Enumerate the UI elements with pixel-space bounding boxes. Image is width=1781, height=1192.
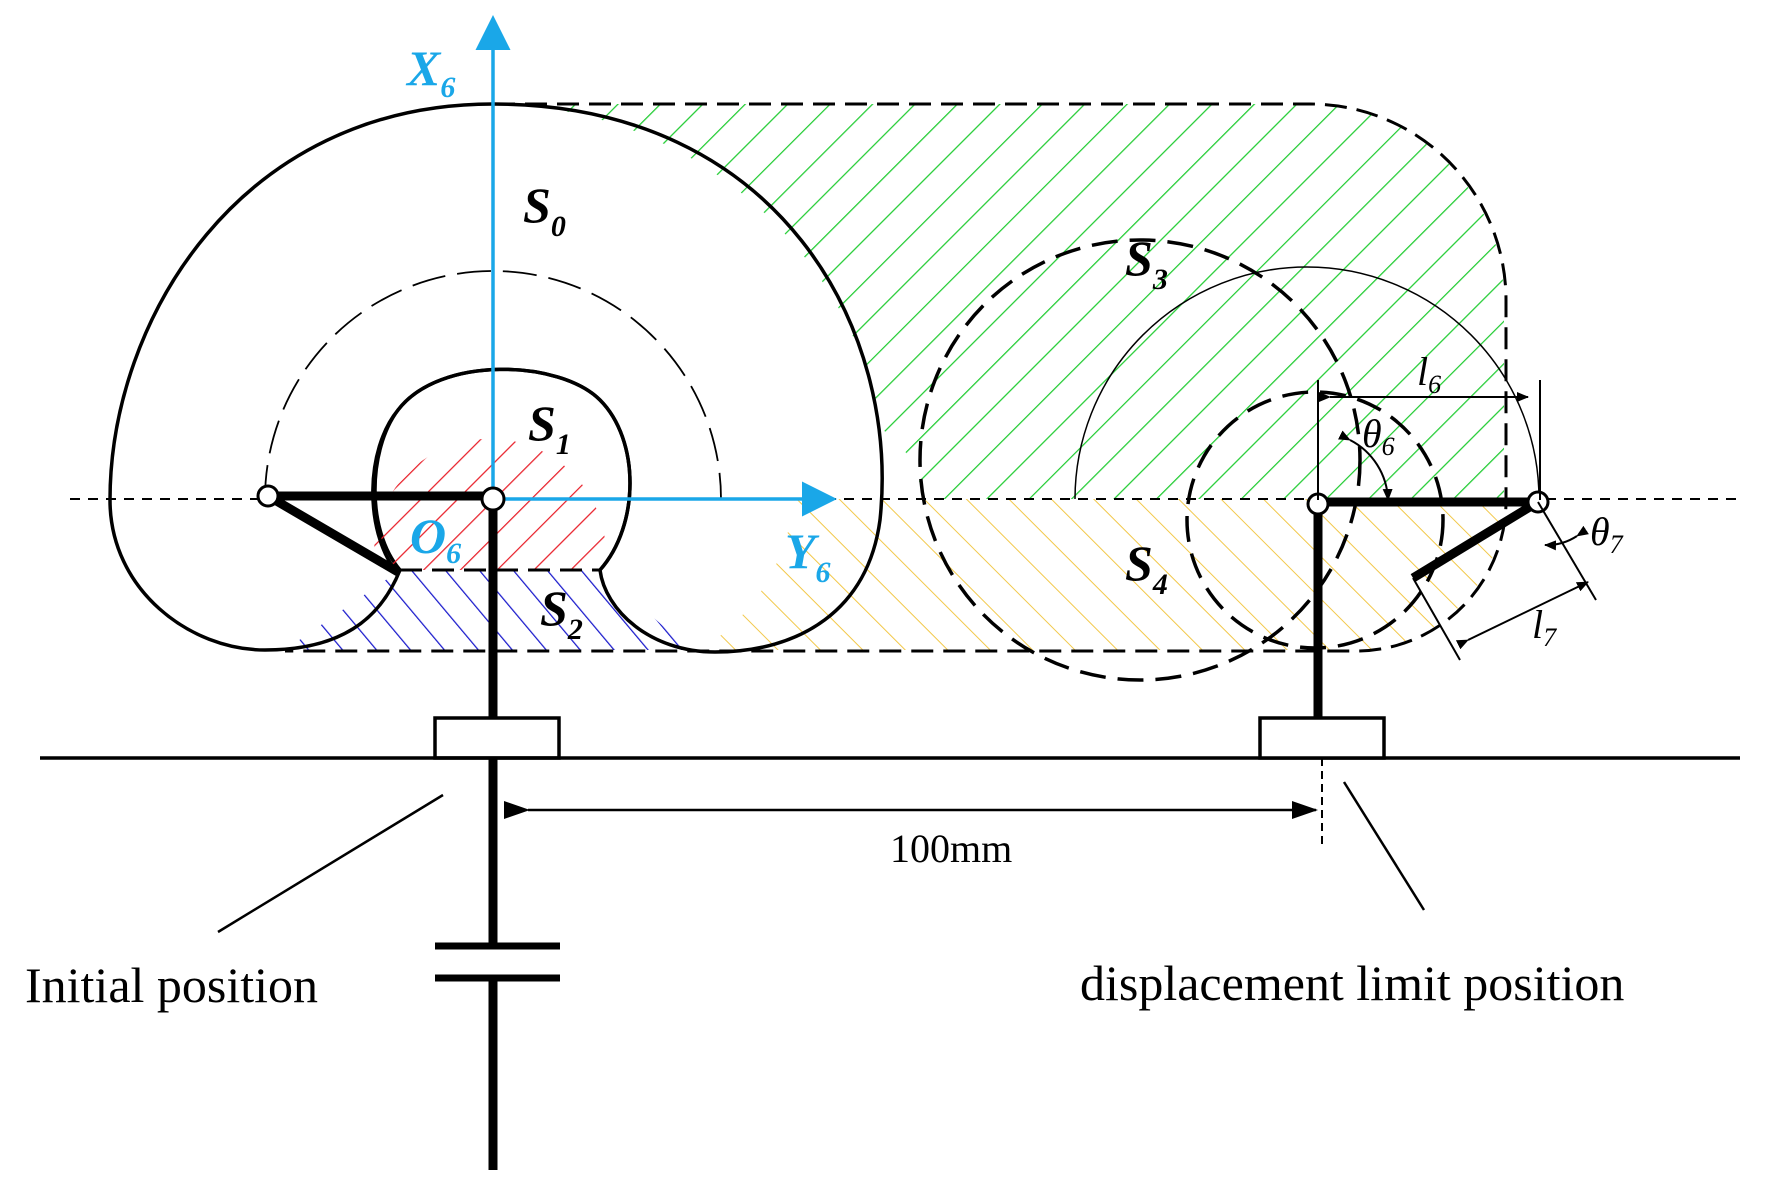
region-s1-boundary	[371, 367, 632, 572]
region-s4	[700, 499, 1505, 650]
mid-reach-arc	[264, 270, 722, 500]
joint-initial-origin	[480, 486, 506, 512]
region-s3	[493, 104, 1505, 499]
dimension-label: 100mm	[890, 826, 1012, 871]
leader-limit	[1342, 781, 1426, 911]
l7-ext-a	[1412, 577, 1461, 661]
link-limit-diagonal	[1410, 498, 1541, 582]
caption-limit: displacement limit position	[1080, 955, 1624, 1011]
theta7-ref-line	[1537, 501, 1597, 601]
s4-label: S4	[1125, 535, 1168, 601]
link-initial-diagonal	[265, 492, 401, 576]
s2-label: S2	[540, 580, 583, 646]
origin-label: O6	[410, 508, 461, 570]
theta7-label: θ7	[1590, 509, 1624, 559]
caption-initial: Initial position	[25, 957, 318, 1013]
sweep-boundary	[285, 102, 1508, 653]
l7-label: l7	[1532, 602, 1557, 652]
s3-label: S3	[1125, 230, 1168, 296]
s1-label: S1	[528, 395, 571, 461]
x6-label: X6	[405, 40, 455, 104]
slider-limit	[1258, 716, 1386, 760]
joint-initial-left	[256, 484, 280, 508]
s0-label: S0	[523, 177, 566, 243]
leader-initial	[217, 793, 444, 934]
theta6-arc	[1337, 430, 1393, 501]
theta7-arc	[1544, 525, 1589, 551]
y6-label: Y6	[785, 523, 831, 589]
sweep-arc-thin	[1074, 266, 1540, 500]
region-s2	[285, 570, 690, 650]
theta6-label: θ6	[1362, 411, 1395, 461]
l7-dim-line	[1455, 581, 1589, 650]
slider-initial	[433, 716, 561, 760]
l6-label: l6	[1417, 349, 1441, 399]
